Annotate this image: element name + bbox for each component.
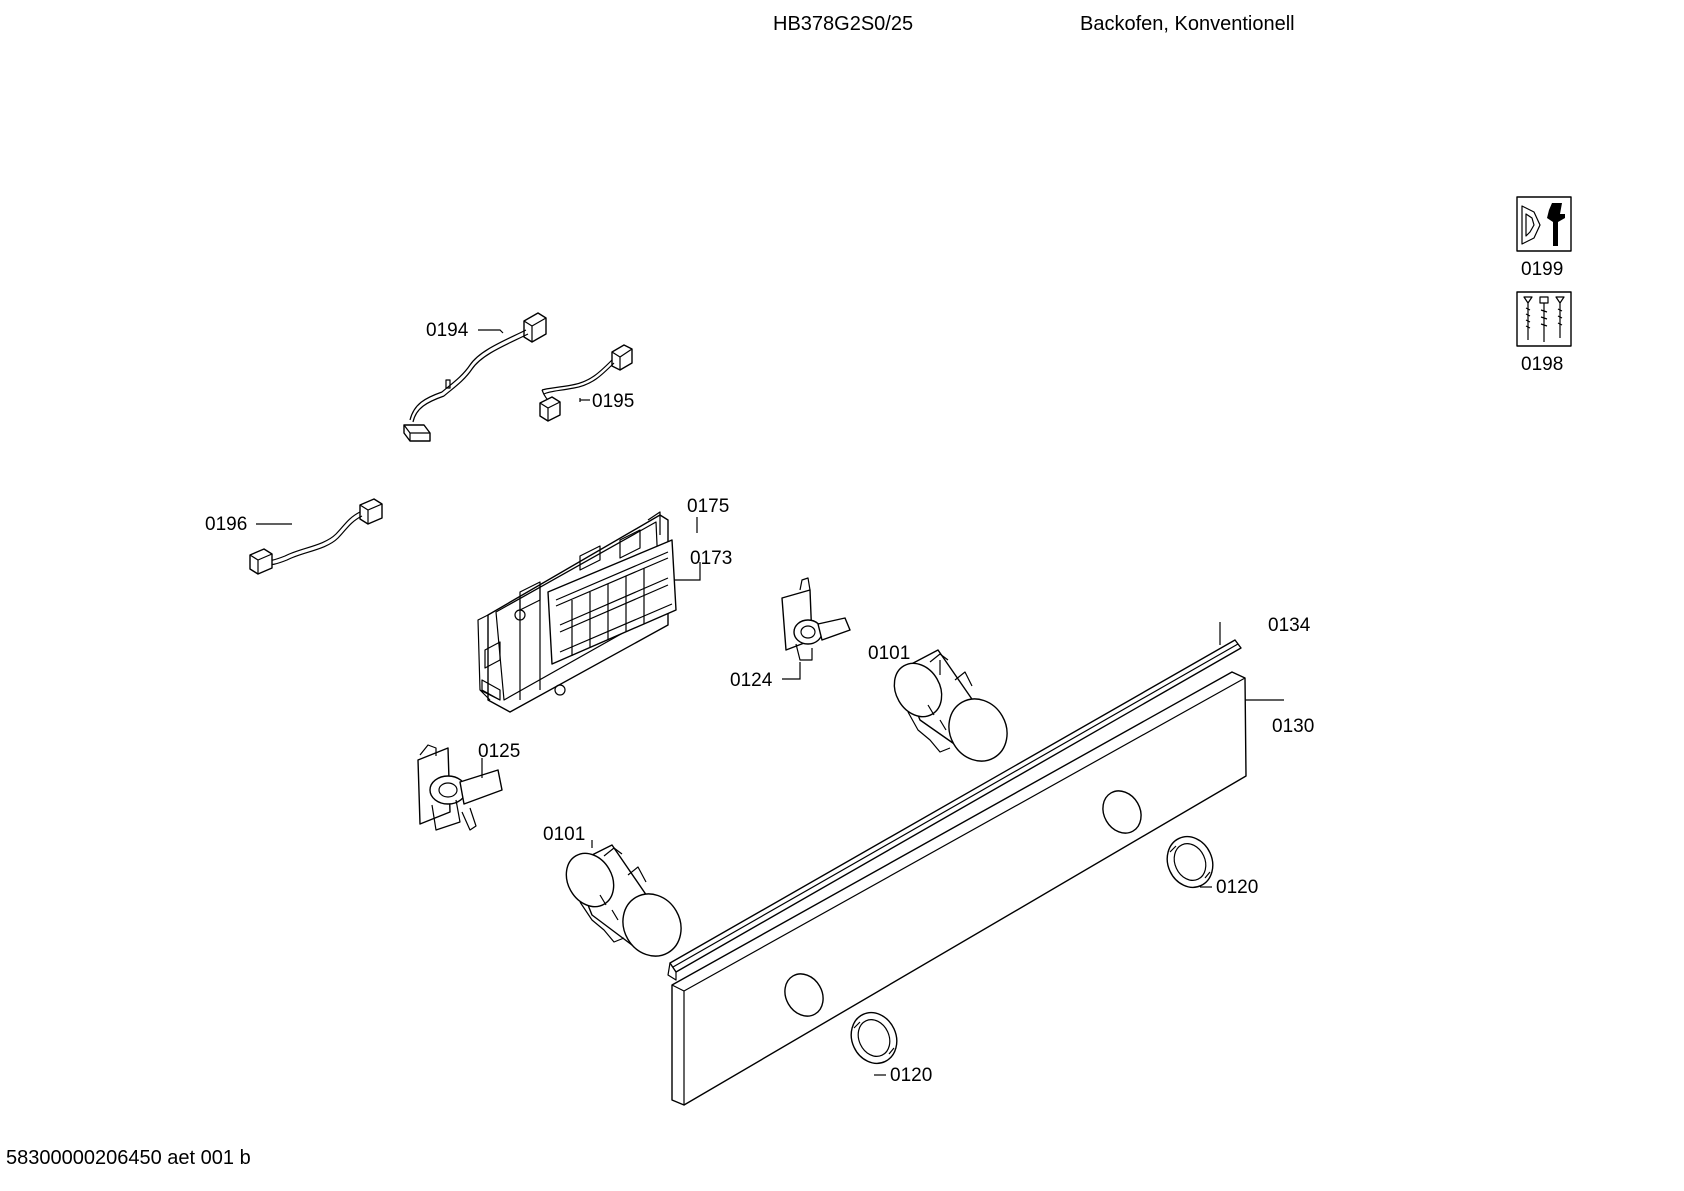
part-label-0124: 0124 xyxy=(730,670,773,691)
part-label-0125: 0125 xyxy=(478,741,520,762)
wire-harness-0195 xyxy=(539,344,633,422)
header-model-number: HB378G2S0/25 xyxy=(773,13,914,35)
part-label-0130: 0130 xyxy=(1272,716,1314,737)
service-tool-icon[interactable] xyxy=(1516,196,1572,252)
wire-harness-0194 xyxy=(403,312,547,442)
part-label-0196: 0196 xyxy=(205,514,247,535)
screw-set-icon[interactable] xyxy=(1516,291,1572,347)
part-label-0194: 0194 xyxy=(426,320,469,341)
part-label-0101-upper: 0101 xyxy=(868,643,910,664)
part-label-0198: 0198 xyxy=(1521,354,1563,375)
part-label-0173: 0173 xyxy=(690,548,732,569)
part-label-0134: 0134 xyxy=(1268,615,1311,636)
switch-0124 xyxy=(781,577,851,661)
control-module-0175 xyxy=(477,511,677,713)
wire-harness-0196 xyxy=(249,498,383,575)
part-label-0120-right: 0120 xyxy=(1216,877,1258,898)
header-description: Backofen, Konventionell xyxy=(1080,13,1295,35)
part-label-0199: 0199 xyxy=(1521,259,1563,280)
knob-assembly-0101-upper xyxy=(893,649,1008,762)
part-label-0120-left: 0120 xyxy=(890,1065,932,1086)
part-label-0195: 0195 xyxy=(592,391,634,412)
knob-ring-0120-right xyxy=(1166,835,1214,889)
part-label-0175: 0175 xyxy=(687,496,729,517)
control-panel-0130 xyxy=(671,671,1247,1106)
document-code: 58300000206450 aet 001 b xyxy=(6,1147,251,1169)
switch-0125 xyxy=(417,744,503,831)
knob-ring-0120-left xyxy=(850,1011,898,1065)
knob-assembly-0101-lower xyxy=(565,844,682,957)
trim-strip-0134 xyxy=(667,639,1242,981)
part-label-0101-lower: 0101 xyxy=(543,824,585,845)
